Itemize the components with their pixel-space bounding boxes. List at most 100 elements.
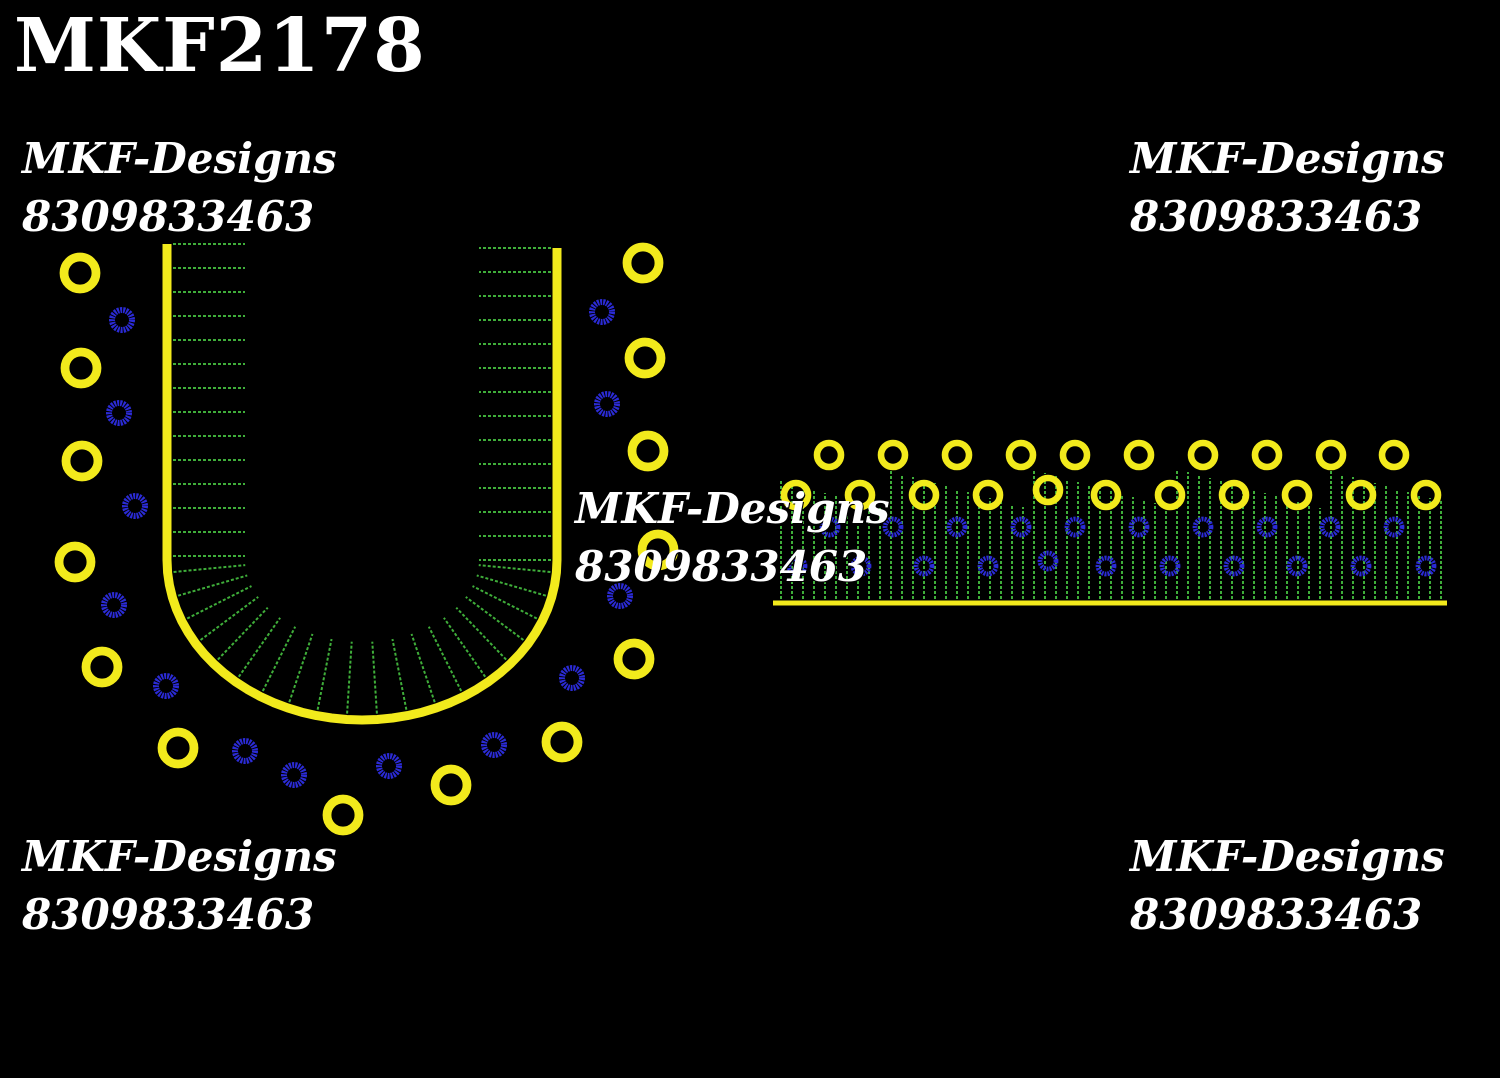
yellow-ring bbox=[1315, 439, 1347, 471]
yellow-ring bbox=[908, 479, 940, 511]
yellow-ring bbox=[622, 242, 664, 284]
yellow-ring bbox=[157, 727, 199, 769]
yellow-ring bbox=[54, 541, 96, 583]
stitch-line bbox=[316, 638, 333, 710]
blue-ring bbox=[1223, 555, 1245, 577]
blue-ring bbox=[913, 555, 935, 577]
yellow-ring bbox=[1032, 474, 1064, 506]
stitch-line bbox=[478, 564, 551, 573]
watermark-phone: 8309833463 bbox=[22, 192, 315, 241]
blue-ring bbox=[850, 555, 872, 577]
yellow-ring bbox=[813, 439, 845, 471]
blue-ring bbox=[946, 516, 968, 538]
stitch-line bbox=[443, 617, 487, 678]
yellow-ring bbox=[941, 439, 973, 471]
yellow-ring bbox=[877, 439, 909, 471]
design-code-title: MKF2178 bbox=[14, 3, 426, 89]
stitch-line bbox=[455, 606, 507, 661]
stitch-line bbox=[391, 638, 408, 710]
yellow-ring bbox=[1218, 479, 1250, 511]
yellow-ring bbox=[59, 252, 101, 294]
border-motif bbox=[773, 439, 1447, 606]
stitch-line bbox=[199, 596, 259, 641]
blue-ring bbox=[819, 516, 841, 538]
watermark-phone: 8309833463 bbox=[22, 890, 315, 939]
watermark-top-right: MKF-Designs 8309833463 bbox=[1130, 130, 1445, 246]
stitch-line bbox=[237, 617, 281, 678]
stitch-line bbox=[427, 626, 463, 692]
blue-ring bbox=[1010, 516, 1032, 538]
watermark-brand: MKF-Designs bbox=[1130, 832, 1445, 881]
blue-ring bbox=[109, 307, 135, 333]
stitch-line bbox=[476, 574, 547, 597]
yellow-ring bbox=[624, 337, 666, 379]
blue-ring bbox=[1192, 516, 1214, 538]
yellow-ring bbox=[60, 347, 102, 389]
blue-ring bbox=[607, 583, 633, 609]
blue-ring bbox=[559, 665, 585, 691]
stitch-line bbox=[410, 633, 436, 703]
blue-ring bbox=[1350, 555, 1372, 577]
stitch-line bbox=[217, 606, 269, 661]
blue-ring bbox=[1159, 555, 1181, 577]
stitch-line bbox=[261, 626, 297, 692]
yellow-ring bbox=[1410, 479, 1442, 511]
yellow-ring bbox=[1154, 479, 1186, 511]
blue-ring bbox=[1319, 516, 1341, 538]
watermark-brand: MKF-Designs bbox=[1130, 134, 1445, 183]
watermark-brand: MKF-Designs bbox=[22, 832, 337, 881]
yellow-ring bbox=[1059, 439, 1091, 471]
yellow-ring bbox=[541, 721, 583, 763]
watermark-phone: 8309833463 bbox=[575, 542, 868, 591]
watermark-bottom-left: MKF-Designs 8309833463 bbox=[22, 828, 337, 944]
blue-ring bbox=[1037, 550, 1059, 572]
blue-ring bbox=[1128, 516, 1150, 538]
blue-ring bbox=[1064, 516, 1086, 538]
blue-ring bbox=[977, 555, 999, 577]
u-neckline-motif bbox=[54, 242, 679, 836]
watermark-top-left: MKF-Designs 8309833463 bbox=[22, 130, 337, 246]
stitch-line bbox=[465, 596, 525, 641]
stitch-line bbox=[177, 574, 248, 597]
yellow-ring bbox=[844, 479, 876, 511]
blue-ring bbox=[376, 753, 402, 779]
yellow-ring bbox=[780, 479, 812, 511]
watermark-brand: MKF-Designs bbox=[575, 484, 890, 533]
yellow-ring bbox=[81, 646, 123, 688]
watermark-brand: MKF-Designs bbox=[22, 134, 337, 183]
watermark-phone: 8309833463 bbox=[1130, 890, 1423, 939]
blue-ring bbox=[1256, 516, 1278, 538]
watermark-phone: 8309833463 bbox=[1130, 192, 1423, 241]
blue-ring bbox=[232, 738, 258, 764]
blue-ring bbox=[106, 400, 132, 426]
yellow-ring bbox=[1345, 479, 1377, 511]
yellow-ring bbox=[61, 440, 103, 482]
yellow-ring bbox=[1090, 479, 1122, 511]
yellow-ring bbox=[322, 794, 364, 836]
yellow-ring bbox=[972, 479, 1004, 511]
watermark-center: MKF-Designs 8309833463 bbox=[575, 480, 890, 596]
blue-ring bbox=[882, 516, 904, 538]
yellow-ring bbox=[1123, 439, 1155, 471]
stitch-line bbox=[288, 633, 314, 703]
blue-ring bbox=[101, 592, 127, 618]
blue-ring bbox=[786, 555, 808, 577]
yellow-ring bbox=[1281, 479, 1313, 511]
yellow-ring bbox=[430, 764, 472, 806]
stitch-line bbox=[346, 641, 353, 714]
yellow-ring bbox=[613, 638, 655, 680]
stitch-line bbox=[173, 564, 246, 573]
yellow-ring bbox=[637, 529, 679, 571]
yellow-ring bbox=[627, 430, 669, 472]
yellow-ring bbox=[1187, 439, 1219, 471]
blue-ring bbox=[1286, 555, 1308, 577]
blue-ring bbox=[481, 732, 507, 758]
yellow-ring bbox=[1005, 439, 1037, 471]
stitch-line bbox=[371, 641, 378, 714]
blue-ring bbox=[594, 391, 620, 417]
stitch-line bbox=[472, 585, 538, 620]
yellow-ring bbox=[1251, 439, 1283, 471]
neckline-outline bbox=[162, 244, 562, 725]
